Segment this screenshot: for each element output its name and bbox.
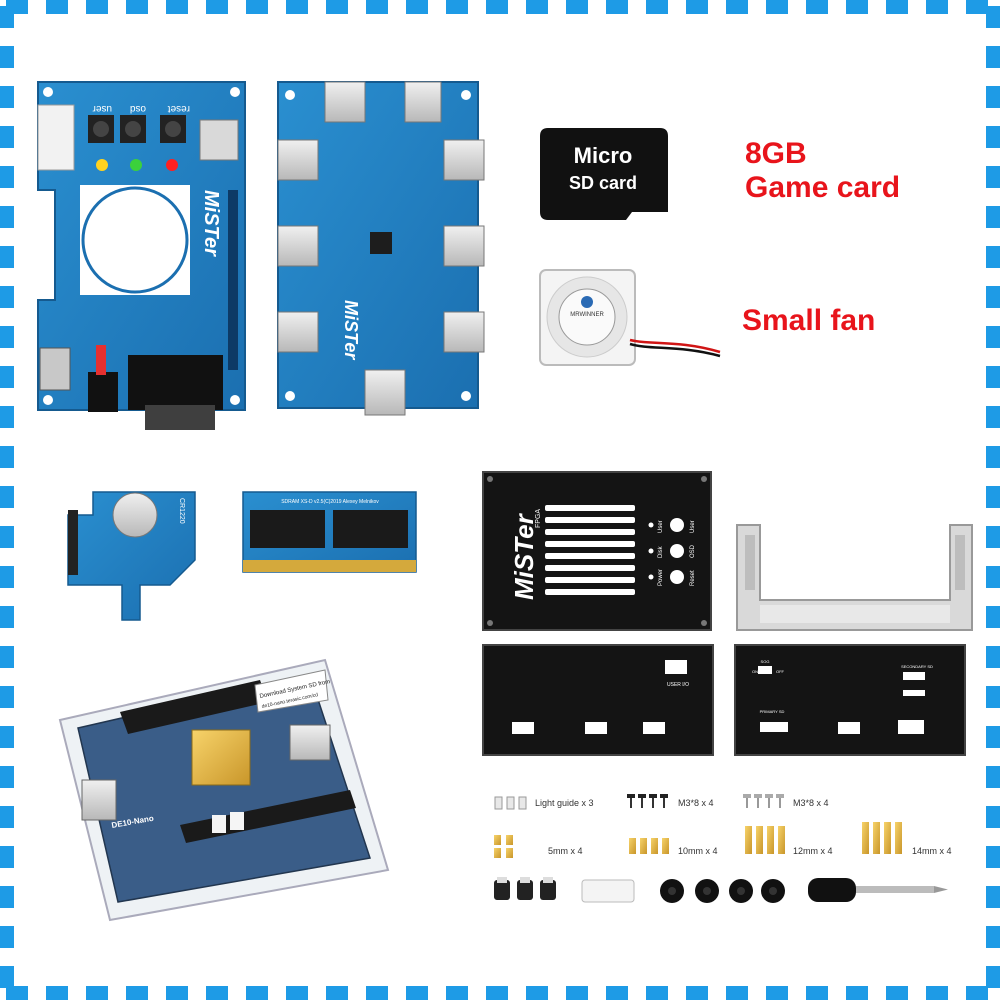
rear-label-primary-sd: PRIMARY SD: [760, 709, 785, 714]
sd-card-text-line1: Micro: [574, 143, 633, 168]
case-indicator-disk: Disk: [658, 545, 664, 558]
black-screws-caption: M3*8 x 4: [678, 798, 714, 808]
standoff-14mm-caption: 14mm x 4: [912, 846, 952, 856]
light-guide-holder: [581, 879, 635, 903]
standoff-10mm-caption: 10mm x 4: [678, 846, 718, 856]
rtc-board: [67, 491, 196, 621]
io-button-label-osd: osd: [130, 103, 146, 114]
screwdriver: [808, 878, 948, 902]
de10-nano-board: [58, 658, 390, 922]
case-button-reset: Reset: [690, 570, 696, 586]
sdram-board-label: SDRAM XS-D v2.5(C)2019 Alexey Melnikov: [281, 499, 379, 505]
small-fan-label: Small fan: [742, 304, 876, 337]
metal-bracket: [736, 524, 973, 631]
rear-label-sog: SOG: [761, 659, 770, 664]
io-button-label-user: user: [92, 103, 112, 114]
light-guides: [494, 796, 527, 810]
case-indicator-power: Power: [658, 569, 664, 586]
io-button-label-reset: reset: [168, 103, 190, 114]
standoffs-12mm: [745, 826, 785, 854]
case-rear-panel: [734, 644, 966, 756]
standoffs-5mm: [494, 835, 513, 858]
rubber-feet: [660, 879, 785, 903]
front-panel-label: USER I/O: [667, 682, 689, 688]
sd-card-text-line2: SD card: [569, 173, 637, 193]
silver-screws-caption: M3*8 x 4: [793, 798, 829, 808]
standoff-5mm-caption: 5mm x 4: [548, 846, 583, 856]
case-front-panel: [482, 644, 714, 756]
small-fan: [539, 269, 721, 366]
case-brand: MiSTer: [509, 512, 539, 600]
game-card-label-line2: Game card: [745, 171, 901, 204]
standoff-12mm-caption: 12mm x 4: [793, 846, 833, 856]
case-button-osd: OSD: [690, 544, 696, 558]
button-caps: [494, 877, 556, 900]
case-indicator-user: User: [658, 520, 664, 533]
usb-hub-brand: MiSTer: [341, 300, 361, 360]
silver-screws: [743, 794, 784, 808]
standoffs-14mm: [862, 822, 902, 854]
case-button-user: User: [690, 520, 696, 533]
fan-brand: MRWINNER: [570, 312, 604, 318]
case-top-panel: [482, 471, 712, 631]
rear-label-off: OFF: [776, 669, 785, 674]
rear-label-on: ON: [752, 669, 758, 674]
sdram-board: [242, 491, 417, 573]
micro-sd-card: [540, 128, 668, 220]
io-board-brand: MiSTer: [200, 190, 222, 257]
rtc-board-label: CR1220: [178, 498, 185, 524]
io-board: [37, 81, 246, 430]
game-card-label-line1: 8GB: [745, 137, 807, 170]
case-brand-sub: FPGA: [535, 509, 542, 528]
black-screws: [627, 794, 668, 808]
rear-label-secondary-sd: SECONDARY SD: [901, 664, 933, 669]
usb-hub-board: [277, 81, 485, 416]
light-guide-caption: Light guide x 3: [535, 798, 594, 808]
standoffs-10mm: [629, 838, 669, 854]
